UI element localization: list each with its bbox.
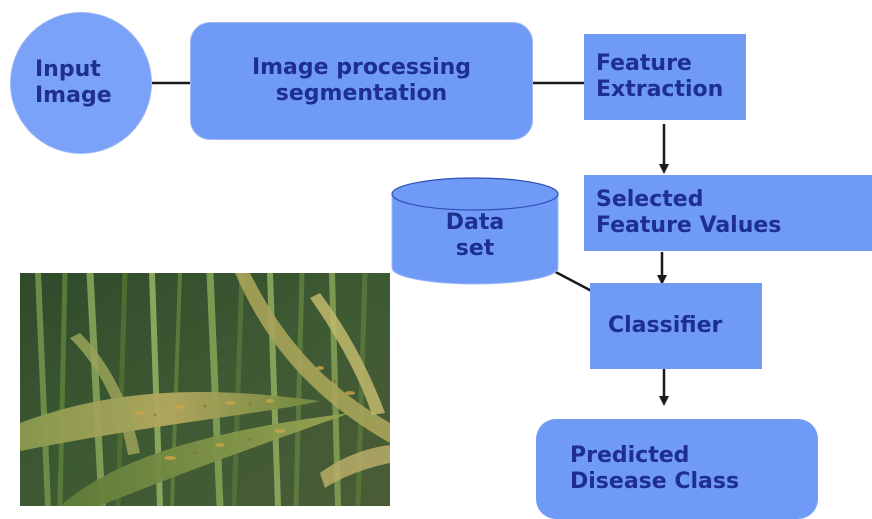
feature-extraction-label: Feature Extraction [596,51,724,102]
wheat-leaf-photo [20,273,390,506]
image-processing-node: Image processing segmentation [190,22,533,140]
dataset-cylinder [391,177,559,285]
selected-feature-values-label: Selected Feature Values [596,187,782,238]
predicted-disease-class-label: Predicted Disease Class [570,443,740,494]
image-processing-label: Image processing segmentation [251,55,472,106]
classifier-node: Classifier [590,283,762,369]
dataset-label: Data set [445,210,505,262]
input-image-label: Input Image [35,57,112,108]
input-image-node: Input Image [10,12,152,154]
classifier-label: Classifier [608,313,723,339]
selected-feature-values-node: Selected Feature Values [584,175,872,251]
feature-extraction-node: Feature Extraction [584,34,746,120]
wheat-leaf-illustration [20,273,390,506]
predicted-disease-class-node: Predicted Disease Class [536,419,818,519]
